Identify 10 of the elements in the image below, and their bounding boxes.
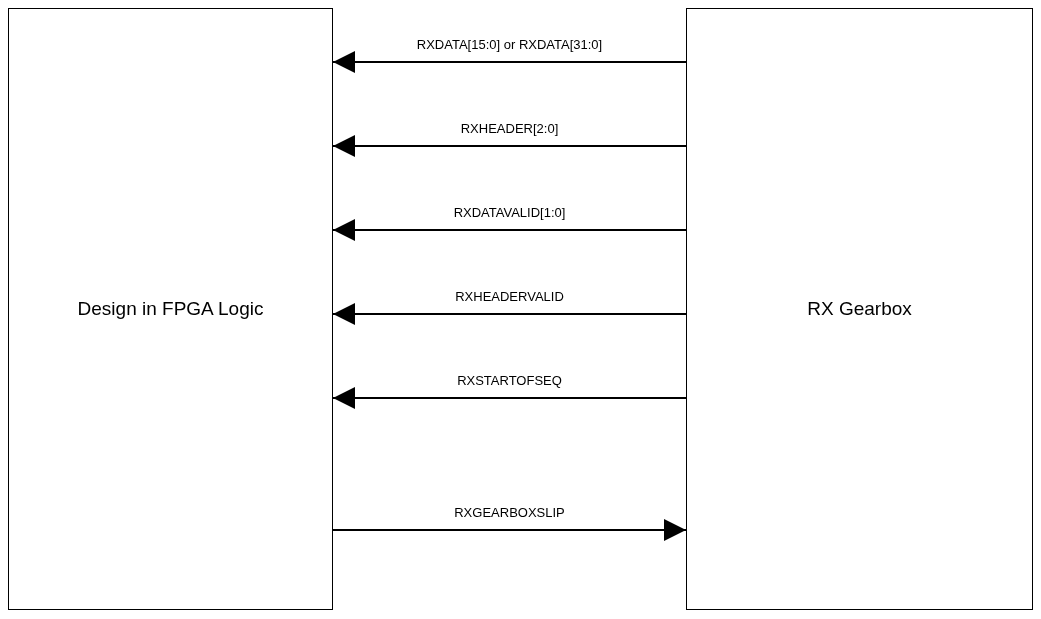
block-box xyxy=(8,8,333,610)
block-arrow xyxy=(332,219,687,241)
block-arrow xyxy=(332,519,687,541)
block-label: RX Gearbox xyxy=(807,297,912,321)
block-arrow xyxy=(332,387,687,409)
block-label: Design in FPGA Logic xyxy=(77,297,264,321)
block-arrow xyxy=(332,303,687,325)
block-arrow xyxy=(332,135,687,157)
block-box xyxy=(686,8,1033,610)
block-arrow xyxy=(332,51,687,73)
